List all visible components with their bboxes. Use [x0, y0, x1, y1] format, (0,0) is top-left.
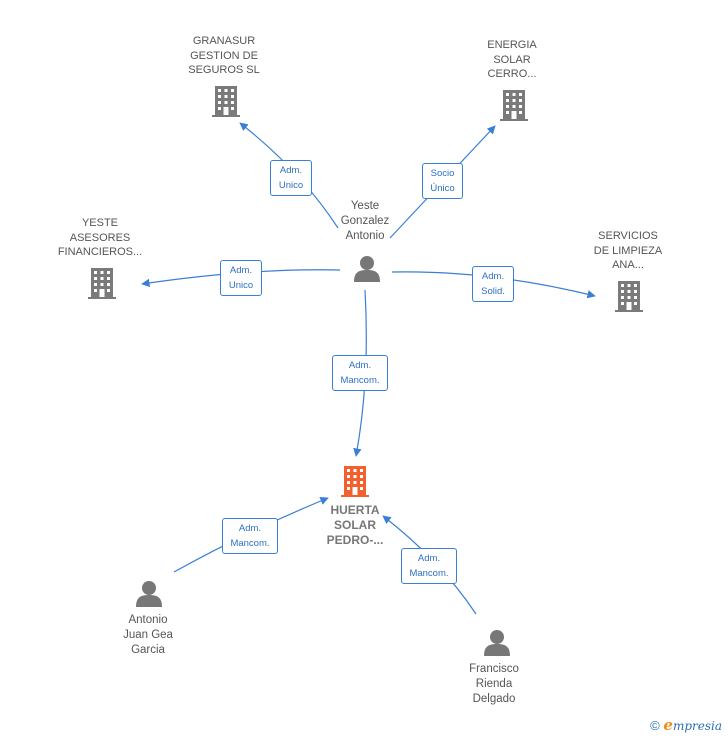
label-line: SEGUROS SL — [188, 64, 260, 76]
antonio-person-icon[interactable] — [136, 581, 162, 607]
badge-line: Adm. — [279, 165, 303, 176]
label-line: Gonzalez — [340, 215, 390, 227]
francisco-person-icon[interactable] — [484, 630, 510, 656]
label-line: SOLAR — [493, 53, 531, 66]
badge-line: Adm. — [229, 265, 253, 276]
granasur-label[interactable]: GRANASUR GESTION DE SEGUROS SL — [174, 34, 274, 78]
badge-line: Mancom. — [340, 375, 380, 386]
brand-logo: empresia — [663, 716, 722, 734]
label-line: Garcia — [131, 644, 165, 656]
brand-logo-text: mpresia — [672, 719, 722, 733]
label-line: GESTION DE — [190, 49, 258, 62]
edge-badge-to-energia[interactable]: Socio Único — [422, 163, 463, 199]
label-line: Francisco — [469, 663, 519, 675]
edge-badge-yeste-to-huerta[interactable]: Adm. Mancom. — [332, 355, 388, 391]
edge-badge-antonio-to-huerta[interactable]: Adm. Mancom. — [222, 518, 278, 554]
edge-badge-to-servicios[interactable]: Adm. Solid. — [472, 266, 514, 302]
label-line: Juan Gea — [123, 629, 173, 641]
badge-line: Adm. — [238, 523, 262, 534]
badge-line: Adm. — [417, 553, 441, 564]
label-line: PEDRO-... — [326, 533, 384, 547]
antonio-label[interactable]: Antonio Juan Gea Garcia — [108, 613, 188, 658]
badge-line: Unico — [278, 180, 304, 191]
badge-line: Solid. — [481, 286, 505, 297]
label-line: ANA... — [612, 259, 644, 271]
label-line: SERVICIOS — [598, 230, 658, 242]
label-line: Yeste — [350, 200, 380, 212]
yeste-person-icon[interactable] — [354, 256, 380, 282]
brand-logo-e: e — [663, 716, 673, 734]
label-line: YESTE — [81, 217, 119, 229]
label-line: ENERGIA — [487, 39, 537, 51]
label-line: Rienda — [475, 678, 513, 690]
servicios-label[interactable]: SERVICIOS DE LIMPIEZA ANA... — [578, 229, 678, 273]
label-line: CERRO... — [487, 68, 537, 80]
francisco-label[interactable]: Francisco Rienda Delgado — [454, 662, 534, 707]
huerta-building-icon[interactable] — [341, 466, 369, 497]
badge-line: Mancom. — [230, 538, 270, 549]
badge-line: Mancom. — [409, 568, 449, 579]
badge-line: Adm. — [348, 360, 372, 371]
label-line: SOLAR — [334, 518, 376, 532]
label-line: Antonio — [128, 614, 168, 626]
edge-badge-to-yeste-asesores[interactable]: Adm. Unico — [220, 260, 262, 296]
yeste-person-label[interactable]: Yeste Gonzalez Antonio — [325, 199, 405, 244]
label-line: HUERTA — [330, 503, 380, 517]
badge-line: Único — [430, 183, 455, 194]
huerta-label[interactable]: HUERTA SOLAR PEDRO-... — [315, 503, 395, 548]
label-line: ASESORES — [69, 231, 131, 244]
granasur-building-icon[interactable] — [212, 86, 240, 117]
empresia-watermark: © empresia — [650, 716, 722, 734]
label-line: GRANASUR — [192, 35, 256, 47]
badge-line: Unico — [228, 280, 254, 291]
badge-line: Adm. — [481, 271, 505, 282]
edge-badge-francisco-to-huerta[interactable]: Adm. Mancom. — [401, 548, 457, 584]
label-line: Delgado — [472, 693, 516, 705]
copyright-symbol: © — [650, 718, 660, 733]
servicios-building-icon[interactable] — [615, 281, 643, 312]
label-line: Antonio — [345, 230, 385, 242]
badge-line: Socio — [430, 168, 455, 179]
label-line: FINANCIEROS... — [57, 246, 143, 258]
yeste-asesores-building-icon[interactable] — [88, 268, 116, 299]
energia-building-icon[interactable] — [500, 90, 528, 121]
label-line: DE LIMPIEZA — [593, 244, 663, 257]
edge-badge-to-granasur[interactable]: Adm. Unico — [270, 160, 312, 196]
energia-label[interactable]: ENERGIA SOLAR CERRO... — [467, 38, 557, 82]
yeste-asesores-label[interactable]: YESTE ASESORES FINANCIEROS... — [50, 216, 150, 260]
